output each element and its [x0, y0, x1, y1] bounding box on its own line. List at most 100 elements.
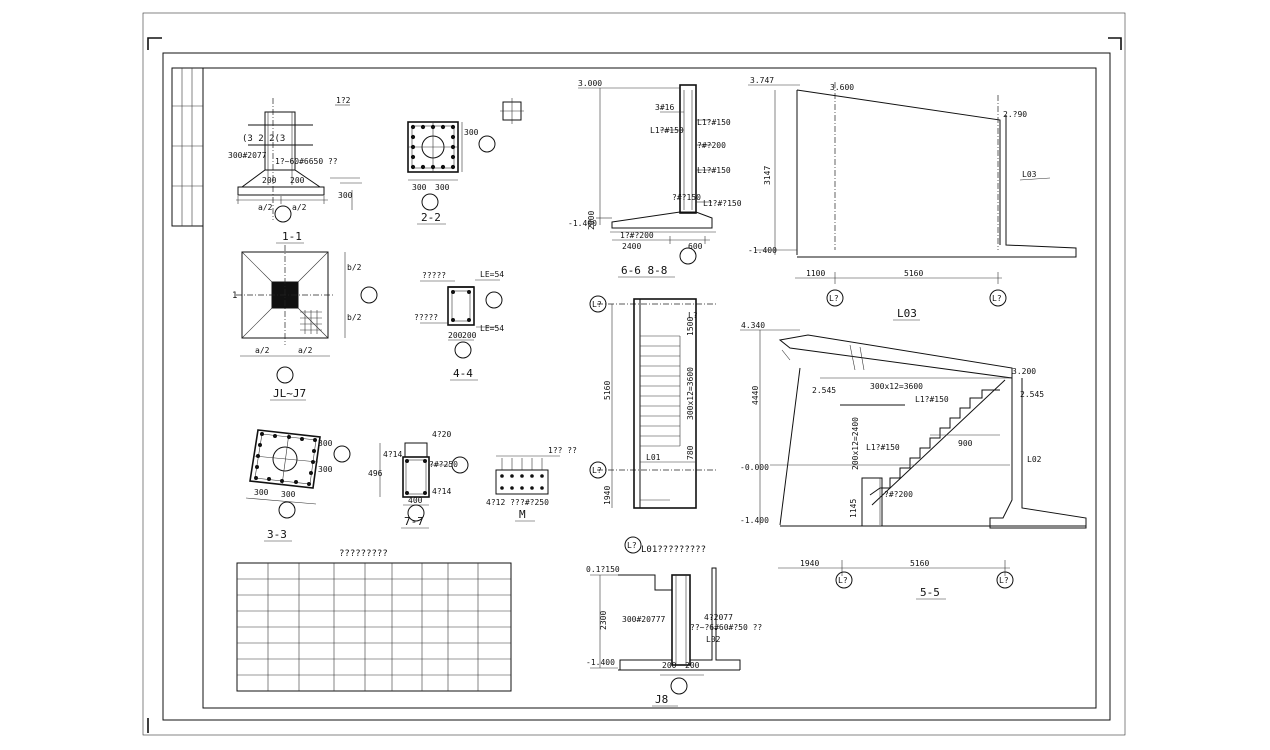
dim-l03-5160: 5160 [904, 269, 923, 278]
view-title-2-2: 2-2 [421, 211, 441, 224]
dim-base-2400: 2400 [622, 242, 641, 251]
dim-4-4-b: 200 [462, 331, 477, 340]
label-plan-landing: L? [688, 311, 698, 320]
rebar-note-2: 3#16 [655, 103, 674, 112]
view-title-m: M [519, 508, 526, 521]
label-m-top: 1?? ?? [548, 446, 577, 455]
dim-5-5-1940: 1940 [800, 559, 819, 568]
label-j8-rebar-2: 300#20777 [622, 615, 666, 624]
axis-bubble-plan-bottom: L? [627, 541, 637, 550]
axis-bubble-5-5-right: L? [999, 576, 1009, 585]
elev-l03-3747: 3.747 [750, 76, 774, 85]
dim-3-3-c: 300 [318, 439, 333, 448]
title-strip [171, 67, 204, 227]
label-plan-l01: L01 [646, 453, 661, 462]
dim-5-5-900: 900 [958, 439, 973, 448]
dim-5-5-upper-treads: 300x12=3600 [870, 382, 923, 391]
dim-5-5-1145: 1145 [849, 499, 858, 518]
elev-5-5-bottom: -1.400 [740, 516, 769, 525]
label-j8-rebar-1: 4?2077 [704, 613, 733, 622]
label-m-anchor: ?#?250 [520, 498, 549, 507]
label-plan-caption: L01????????? [641, 545, 706, 555]
label-l03-callout: L03 [1022, 170, 1037, 179]
dim-7-7-width: 400 [408, 496, 423, 505]
stair-plan: L? L? L? 5160 1940 300x12=3600 780 1500 … [589, 295, 716, 555]
dim-jl-a-half-1: a/2 [255, 346, 270, 355]
dim-300-c: 300 [464, 128, 479, 137]
dim-3-3-d: 300 [318, 465, 333, 474]
dim-300-b: 300 [435, 183, 450, 192]
elev-j8-top: 0.1?150 [586, 565, 620, 574]
dim-3-3-a: 300 [254, 488, 269, 497]
dim-plan-1500: 1500 [686, 317, 695, 336]
label-axis-1: 1 [232, 291, 237, 301]
label-note: 1?2 [336, 96, 351, 105]
view-title-4-4: 4-4 [453, 367, 473, 380]
sheet-border [142, 12, 1126, 736]
dim-300-a: 300 [412, 183, 427, 192]
elev-5-5-zero: -0.000 [740, 463, 769, 472]
schedule-table: ????????? [236, 549, 512, 692]
dim-5-5-5160: 5160 [910, 559, 929, 568]
axis-bubble-plan-mid: L? [592, 466, 602, 475]
dim-j8-2300: 2300 [599, 611, 608, 630]
dim-l03-3147: 3147 [763, 166, 772, 185]
dim-300: 300 [338, 191, 353, 200]
label-7-7-top: 4?20 [432, 430, 451, 439]
dim-plan-780: 780 [686, 445, 695, 460]
section-5-5: L? L? 4.340 4440 2.545 3.200 2.545 300x1… [740, 321, 1087, 600]
label-7-7-bottom: 4?14 [432, 487, 451, 496]
rebar-note-3: L1?#150 [650, 126, 684, 135]
axis-bubble-plan-top: L? [592, 300, 602, 309]
elev-bottom: -1.400 [568, 219, 597, 228]
dim-plan-1940: 1940 [603, 486, 612, 505]
view-title-7-7: 7-7 [404, 515, 424, 528]
elev-5-5-3200: 3.200 [1012, 367, 1036, 376]
dim-j8-200-a: 200 [662, 661, 677, 670]
view-title-6-6-8-8: 6-6 8-8 [621, 264, 667, 277]
dim-3-3-b: 300 [281, 490, 296, 499]
label-j8-l02: L02 [706, 635, 721, 644]
embedded-plate-m: 1?? ?? 4?12 ?? ?#?250 M [486, 446, 577, 522]
dim-jl-a-half-2: a/2 [298, 346, 313, 355]
elev-5-5-2545-right: 2.545 [1020, 390, 1044, 399]
dim-7-7-height: 496 [368, 469, 383, 478]
axis-bubble-5-5-left: L? [838, 576, 848, 585]
label-j8-stirrup: ??~?6#60#?50 ?? [690, 623, 762, 632]
label-7-7-stirrup: ?#?250 [429, 460, 458, 469]
rebar-note-5: L1?#150 [697, 166, 731, 175]
dim-wall-2000: 2000 [587, 211, 596, 230]
axis-bubble-l03-right: L? [992, 294, 1002, 303]
rebar-note-4: ?#?200 [697, 141, 726, 150]
label-5-5-rebar-2: L1?#150 [866, 443, 900, 452]
elevation-l03: L? L? 3.747 3.600 2.?90 3147 -1.400 1100… [748, 76, 1077, 321]
dim-4-4-a: 200 [448, 331, 463, 340]
dim-base-600: 600 [688, 242, 703, 251]
dim-200-1: 200 [262, 176, 277, 185]
label-7-7-bar: 4?14 [383, 450, 402, 459]
label-rebar: 300#2077 [228, 151, 267, 160]
label-5-5-l02: L02 [1027, 455, 1042, 464]
section-j8: 0.1?150 2300 -1.400 200 200 4?2077 300#2… [586, 565, 762, 707]
schedule-table-title: ????????? [339, 549, 388, 559]
rebar-note-7: ?#?150 [672, 193, 701, 202]
elev-l03-right: 2.?90 [1003, 110, 1027, 119]
dim-a-half-2: a/2 [292, 203, 307, 212]
label-5-5-rebar-1: L1?#150 [915, 395, 949, 404]
axis-bubble-l03-left: L? [829, 294, 839, 303]
footing-plan-jl-j7: 1 a/2 a/2 b/2 b/2 JL~J7 [232, 245, 378, 401]
label-bar-group: (3 2 2(3 [242, 134, 285, 144]
label-4-4-bottom: ????? [414, 313, 438, 322]
elev-l03-bottom: -1.400 [748, 246, 777, 255]
dim-5-5-4440: 4440 [751, 386, 760, 405]
view-title-jl-j7: JL~J7 [273, 387, 306, 400]
dim-a-half-1: a/2 [258, 203, 273, 212]
rebar-note-1: L1?#150 [697, 118, 731, 127]
dim-j8-200-b: 200 [685, 661, 700, 670]
dim-5-5-lower-risers: 200x12=2400 [851, 417, 860, 470]
section-2-2: 300 300 300 2-2 [407, 98, 524, 225]
view-title-l03: L03 [897, 307, 917, 320]
section-3-3: 300 300 300 300 3-3 [245, 429, 351, 542]
section-1-1: (3 2 2(3 300#2077 1?~60#6650 ?? 1?2 a/2 … [228, 96, 362, 244]
